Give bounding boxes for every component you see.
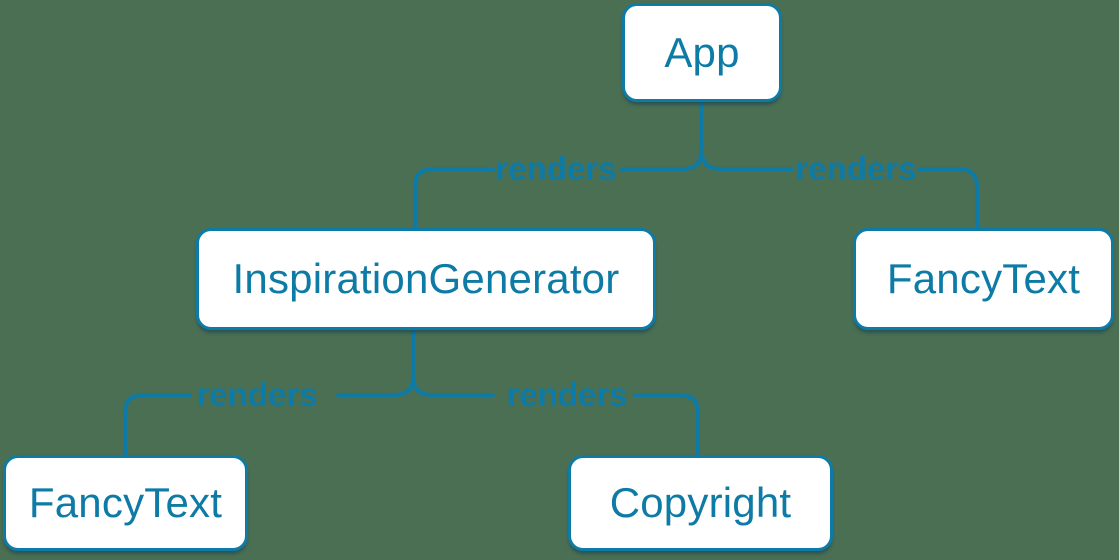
edge-app-to-ig-drop (413, 167, 495, 230)
node-app-label: App (664, 28, 740, 76)
node-inspiration-generator: InspirationGenerator (196, 228, 656, 330)
edge-ig-to-copyright-right-fillet (411, 375, 495, 397)
node-fancy-text-top: FancyText (853, 228, 1114, 330)
node-copyright-label: Copyright (609, 479, 792, 526)
node-fancy-text-top-label: FancyText (886, 255, 1081, 302)
node-fancy-text-bottom: FancyText (3, 455, 248, 551)
node-fancy-text-bottom-label: FancyText (28, 479, 223, 526)
edge-label-app-renders-fancytext: renders (795, 150, 917, 187)
node-copyright: Copyright (568, 455, 833, 551)
edge-ig-to-ft-drop (123, 393, 192, 457)
edge-ig-to-ft-left-fillet (336, 375, 415, 397)
edge-app-to-ig-left-fillet (620, 148, 704, 171)
edge-ig-to-copyright-drop (633, 393, 700, 457)
node-inspiration-generator-label: InspirationGenerator (232, 255, 620, 302)
edge-app-to-ft-right-fillet (699, 148, 794, 171)
edge-label-app-renders-ig: renders (495, 150, 617, 187)
edge-label-ig-renders-fancytext: renders (196, 376, 318, 413)
node-app: App (622, 3, 782, 102)
edge-label-ig-renders-copyright: renders (506, 376, 628, 413)
edge-app-to-ft-drop (917, 167, 979, 230)
